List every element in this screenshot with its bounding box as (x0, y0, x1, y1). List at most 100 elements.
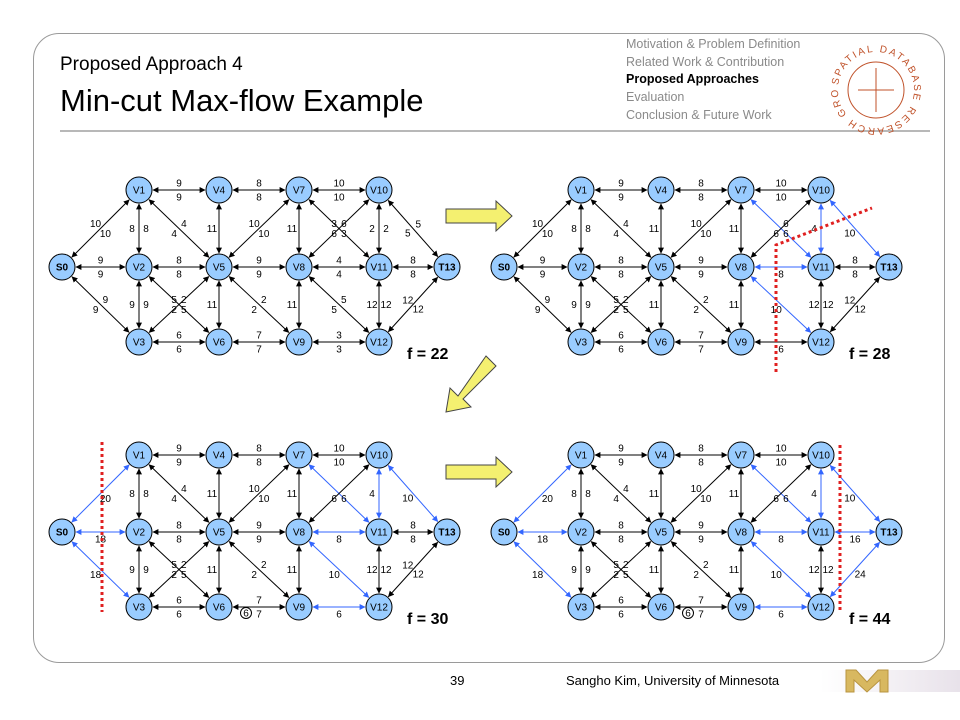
edge-label: 9 (176, 444, 182, 455)
outline-item-conclusion[interactable]: Conclusion & Future Work (626, 107, 772, 122)
edge-label: 20 (100, 494, 112, 505)
edge-label: 4 (613, 229, 619, 240)
edge-label: 11 (207, 300, 218, 311)
edge-label: 3 (331, 219, 337, 230)
edge-label: 8 (410, 270, 416, 281)
edge-v8-v10 (750, 464, 812, 523)
edges (513, 187, 881, 345)
node-label: V5 (213, 528, 226, 539)
edge-label: 2 (703, 560, 709, 571)
node-v1 (567, 441, 595, 469)
node-label: V5 (655, 263, 668, 274)
edge-label: 11 (287, 224, 298, 235)
node-label: V11 (812, 263, 829, 274)
edge-label: 11 (287, 300, 298, 311)
node-label: V7 (735, 186, 748, 197)
circled-label: 6 (685, 609, 691, 620)
edge-label: 6 (336, 610, 342, 621)
outline-item-proposed-approaches[interactable]: Proposed Approaches (626, 72, 759, 87)
node-label: V2 (575, 263, 588, 274)
edge-label: 8 (256, 458, 262, 469)
node-label: V10 (370, 451, 388, 462)
edge-s0-v1 (513, 199, 572, 258)
slide-title: Min-cut Max-flow Example (60, 83, 424, 118)
edge-label: 6 (176, 596, 182, 607)
edge-label: 10 (333, 193, 345, 204)
edge-label: 10 (90, 219, 102, 230)
outline-item-motivation[interactable]: Motivation & Problem Definition (626, 37, 801, 51)
slide-subtitle: Proposed Approach 4 (60, 54, 243, 75)
edge-v5-v9 (670, 541, 732, 598)
node-label: S0 (56, 528, 69, 539)
node-v12 (365, 328, 393, 356)
node-v3 (125, 328, 153, 356)
node-t13 (433, 518, 461, 546)
edge-label: 9 (129, 565, 135, 576)
edge-v3-v5 (148, 541, 210, 598)
edge-label: 2 (383, 224, 389, 235)
edge-label: 8 (852, 256, 858, 267)
edge-label: 10 (775, 458, 787, 469)
edge-v5-v7 (670, 464, 732, 523)
node-label: V6 (655, 603, 668, 614)
edge-v12-t13 (830, 541, 880, 598)
edge-label: 8 (143, 489, 149, 500)
edge-label: 7 (698, 596, 704, 607)
node-s0 (48, 518, 76, 546)
edge-v8-v10 (308, 464, 370, 523)
edge-label: 2 (251, 570, 257, 581)
edge-label: 2 (613, 570, 619, 581)
edge-label: 11 (649, 489, 660, 500)
edge-label: 8 (585, 224, 591, 235)
edge-label: 2 (369, 224, 375, 235)
node-v10 (807, 176, 835, 204)
node-label: V9 (293, 603, 306, 614)
node-v4 (205, 441, 233, 469)
research-group-logo: SPATIAL DATABASE RESEARCH GROUP (826, 40, 920, 136)
edge-label: 10 (333, 444, 345, 455)
edge-label: 4 (623, 484, 629, 495)
node-label: V2 (133, 263, 146, 274)
edge-label: 9 (571, 565, 577, 576)
edge-v5-v7 (670, 199, 732, 258)
min-cut-line-panel-2 (774, 206, 873, 372)
node-label: V12 (370, 603, 388, 614)
edge-label: 9 (585, 565, 591, 576)
outline-item-related-work[interactable]: Related Work & Contribution (626, 54, 785, 69)
edge-v12-t13 (830, 276, 880, 333)
edge-label: 9 (98, 256, 104, 267)
edge-label: 10 (844, 494, 856, 505)
edge-label: 8 (698, 193, 704, 204)
node-label: V1 (133, 451, 146, 462)
outline-item-evaluation[interactable]: Evaluation (626, 90, 685, 105)
edge-label: 5 (623, 570, 629, 581)
edge-label: 9 (545, 295, 551, 306)
edge-v5-v9 (228, 541, 290, 598)
edge-label: 8 (585, 489, 591, 500)
edge-label: 10 (249, 484, 261, 495)
node-label: V1 (575, 186, 588, 197)
node-v11 (365, 518, 393, 546)
node-v4 (647, 176, 675, 204)
edge-s0-v1 (71, 464, 130, 523)
node-v11 (365, 253, 393, 281)
edge-label: 9 (143, 300, 149, 311)
edge-v8-v12 (750, 276, 812, 333)
node-v3 (125, 593, 153, 621)
edge-label: 11 (207, 565, 218, 576)
node-label: V6 (213, 338, 226, 349)
node-label: V1 (133, 186, 146, 197)
edge-label: 7 (698, 345, 704, 356)
edges (513, 452, 881, 610)
edge-label: 8 (143, 224, 149, 235)
node-label: T13 (880, 263, 898, 274)
edge-v10-t13 (829, 200, 881, 257)
footer-author: Sangho Kim, University of Minnesota (566, 673, 780, 688)
node-v8 (727, 253, 755, 281)
edge-label: 10 (542, 229, 554, 240)
